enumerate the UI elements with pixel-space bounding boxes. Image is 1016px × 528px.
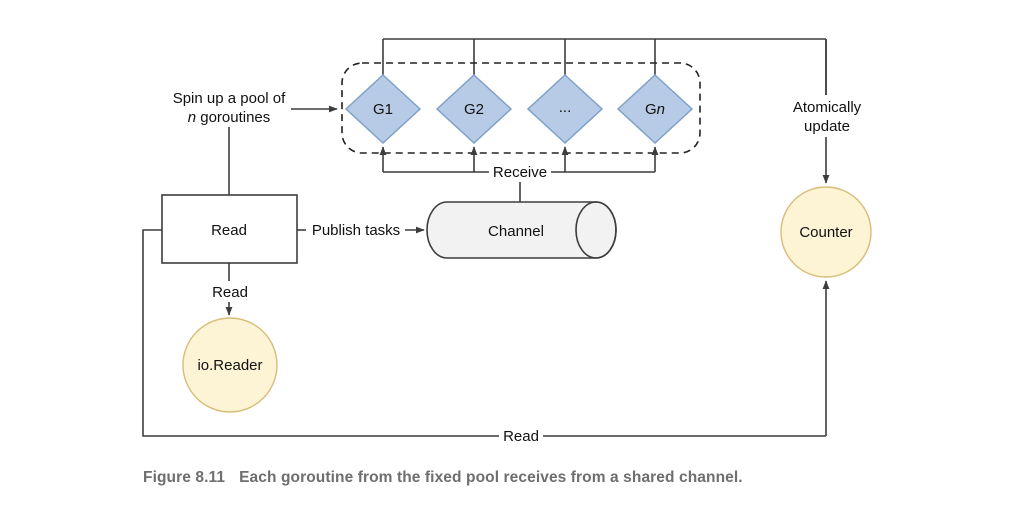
goroutine-gn-label: Gn [645,101,665,118]
goroutine-pool-boundary [341,62,701,154]
bottom-read-line [142,229,826,437]
goroutine-g1-label: G1 [373,101,393,118]
publish-tasks-label: Publish tasks [312,222,400,239]
pool-note-n: n [188,109,196,126]
read-box-label: Read [211,222,247,239]
read-down-label: Read [212,284,248,301]
counter-circle [780,186,872,278]
figure-caption-text: Each goroutine from the fixed pool recei… [239,469,743,486]
goroutine-g2-label: G2 [464,101,484,118]
atomically-label-line1: Atomically [793,99,862,116]
figure-caption: Figure 8.11 Each goroutine from the fixed… [143,469,743,487]
goroutine-g1-diamond [344,73,422,145]
gn-italic: n [657,101,665,118]
goroutine-dots-diamond [526,73,604,145]
goroutine-dots-label: ... [559,99,572,116]
pool-note-line1: Spin up a pool of [173,90,286,107]
read-box [161,194,298,264]
channel-cylinder-cap [575,201,617,259]
top-bus-line [382,38,827,95]
goroutine-g2-diamond [435,73,513,145]
goroutine-gn-diamond [616,73,694,145]
channel-label: Channel [488,223,544,240]
pool-note-rest: goroutines [196,109,270,126]
figure-number: Figure 8.11 [143,469,226,486]
gn-prefix: G [645,101,657,118]
read-bottom-label: Read [503,428,539,445]
io-reader-circle [182,317,278,413]
receive-label: Receive [493,164,547,181]
io-reader-label: io.Reader [197,357,262,374]
pool-note-line2: n goroutines [188,109,271,126]
counter-label: Counter [799,224,852,241]
atomically-label-line2: update [804,118,850,135]
